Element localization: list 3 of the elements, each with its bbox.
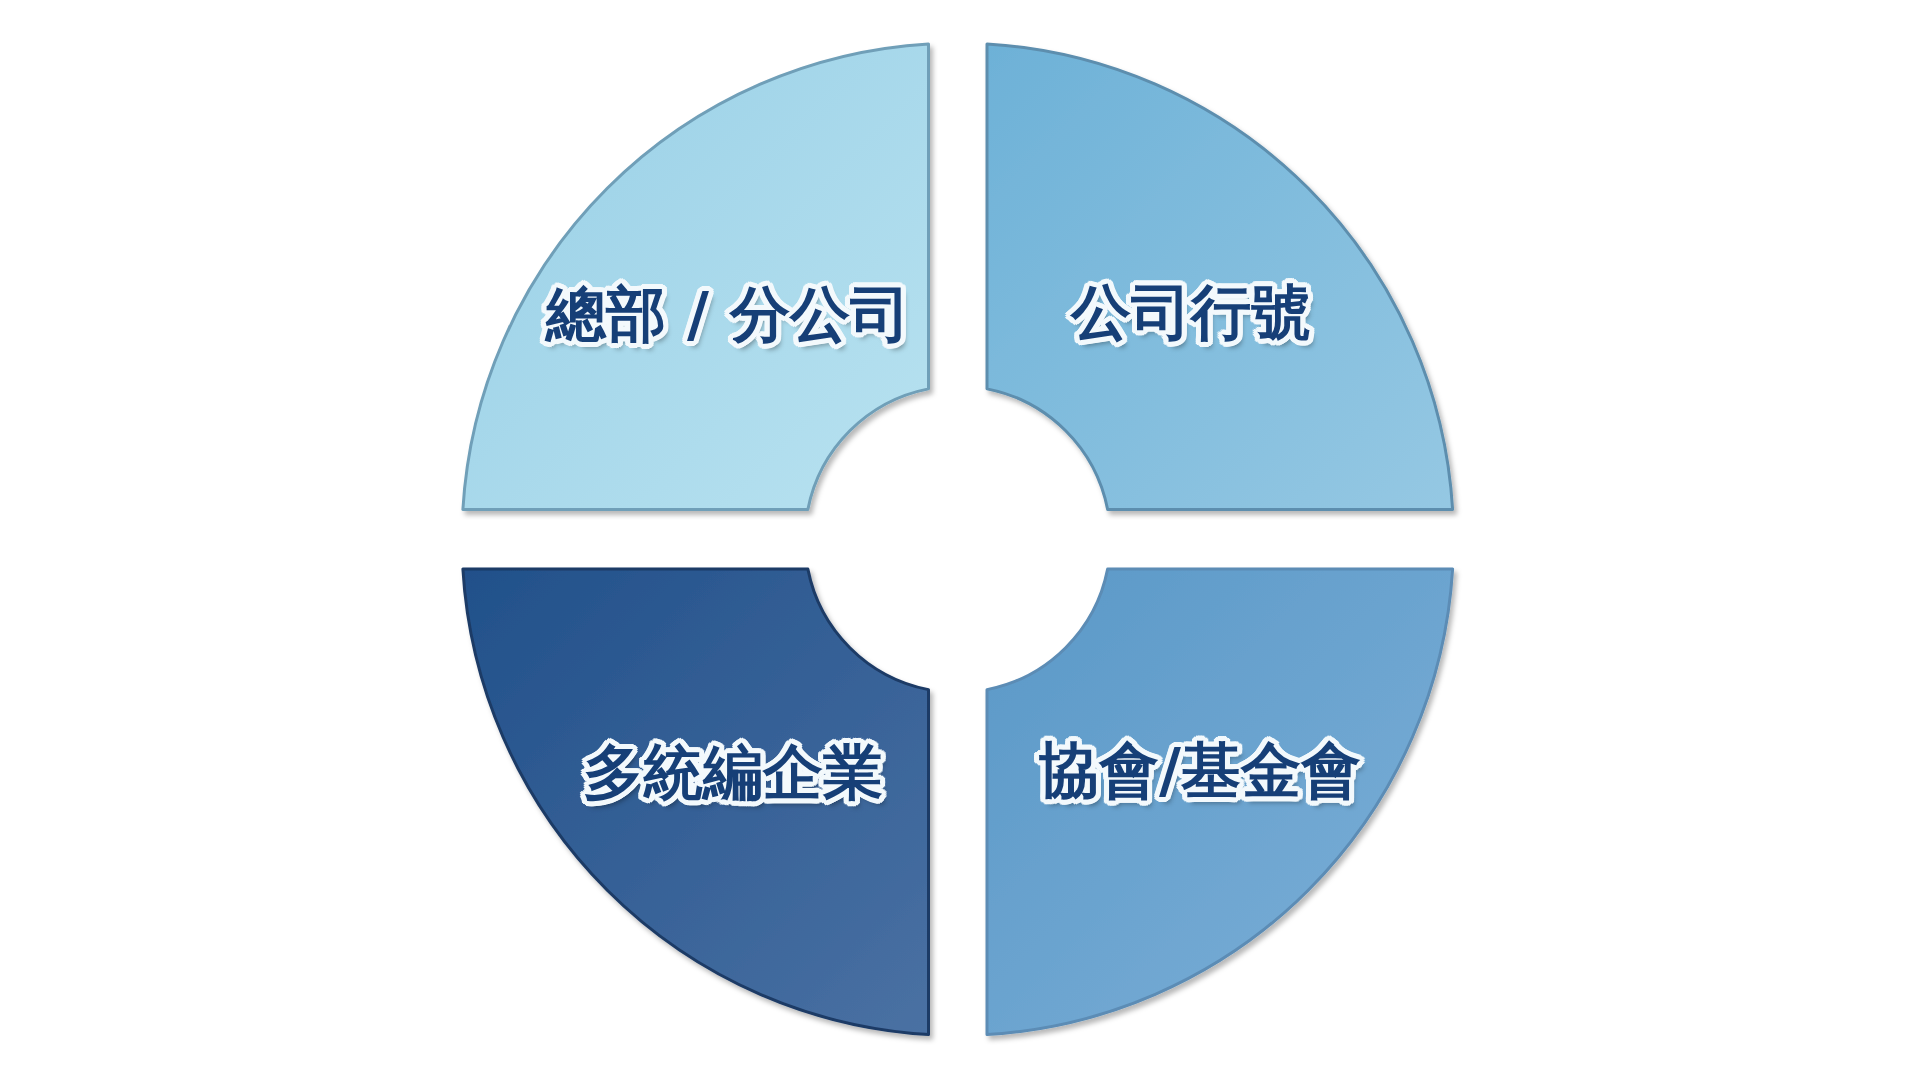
- segment-label: 總部 / 分公司: [546, 284, 910, 344]
- segment-label: 公司行號: [1071, 282, 1311, 342]
- segment-label: 多統編企業: [583, 742, 883, 802]
